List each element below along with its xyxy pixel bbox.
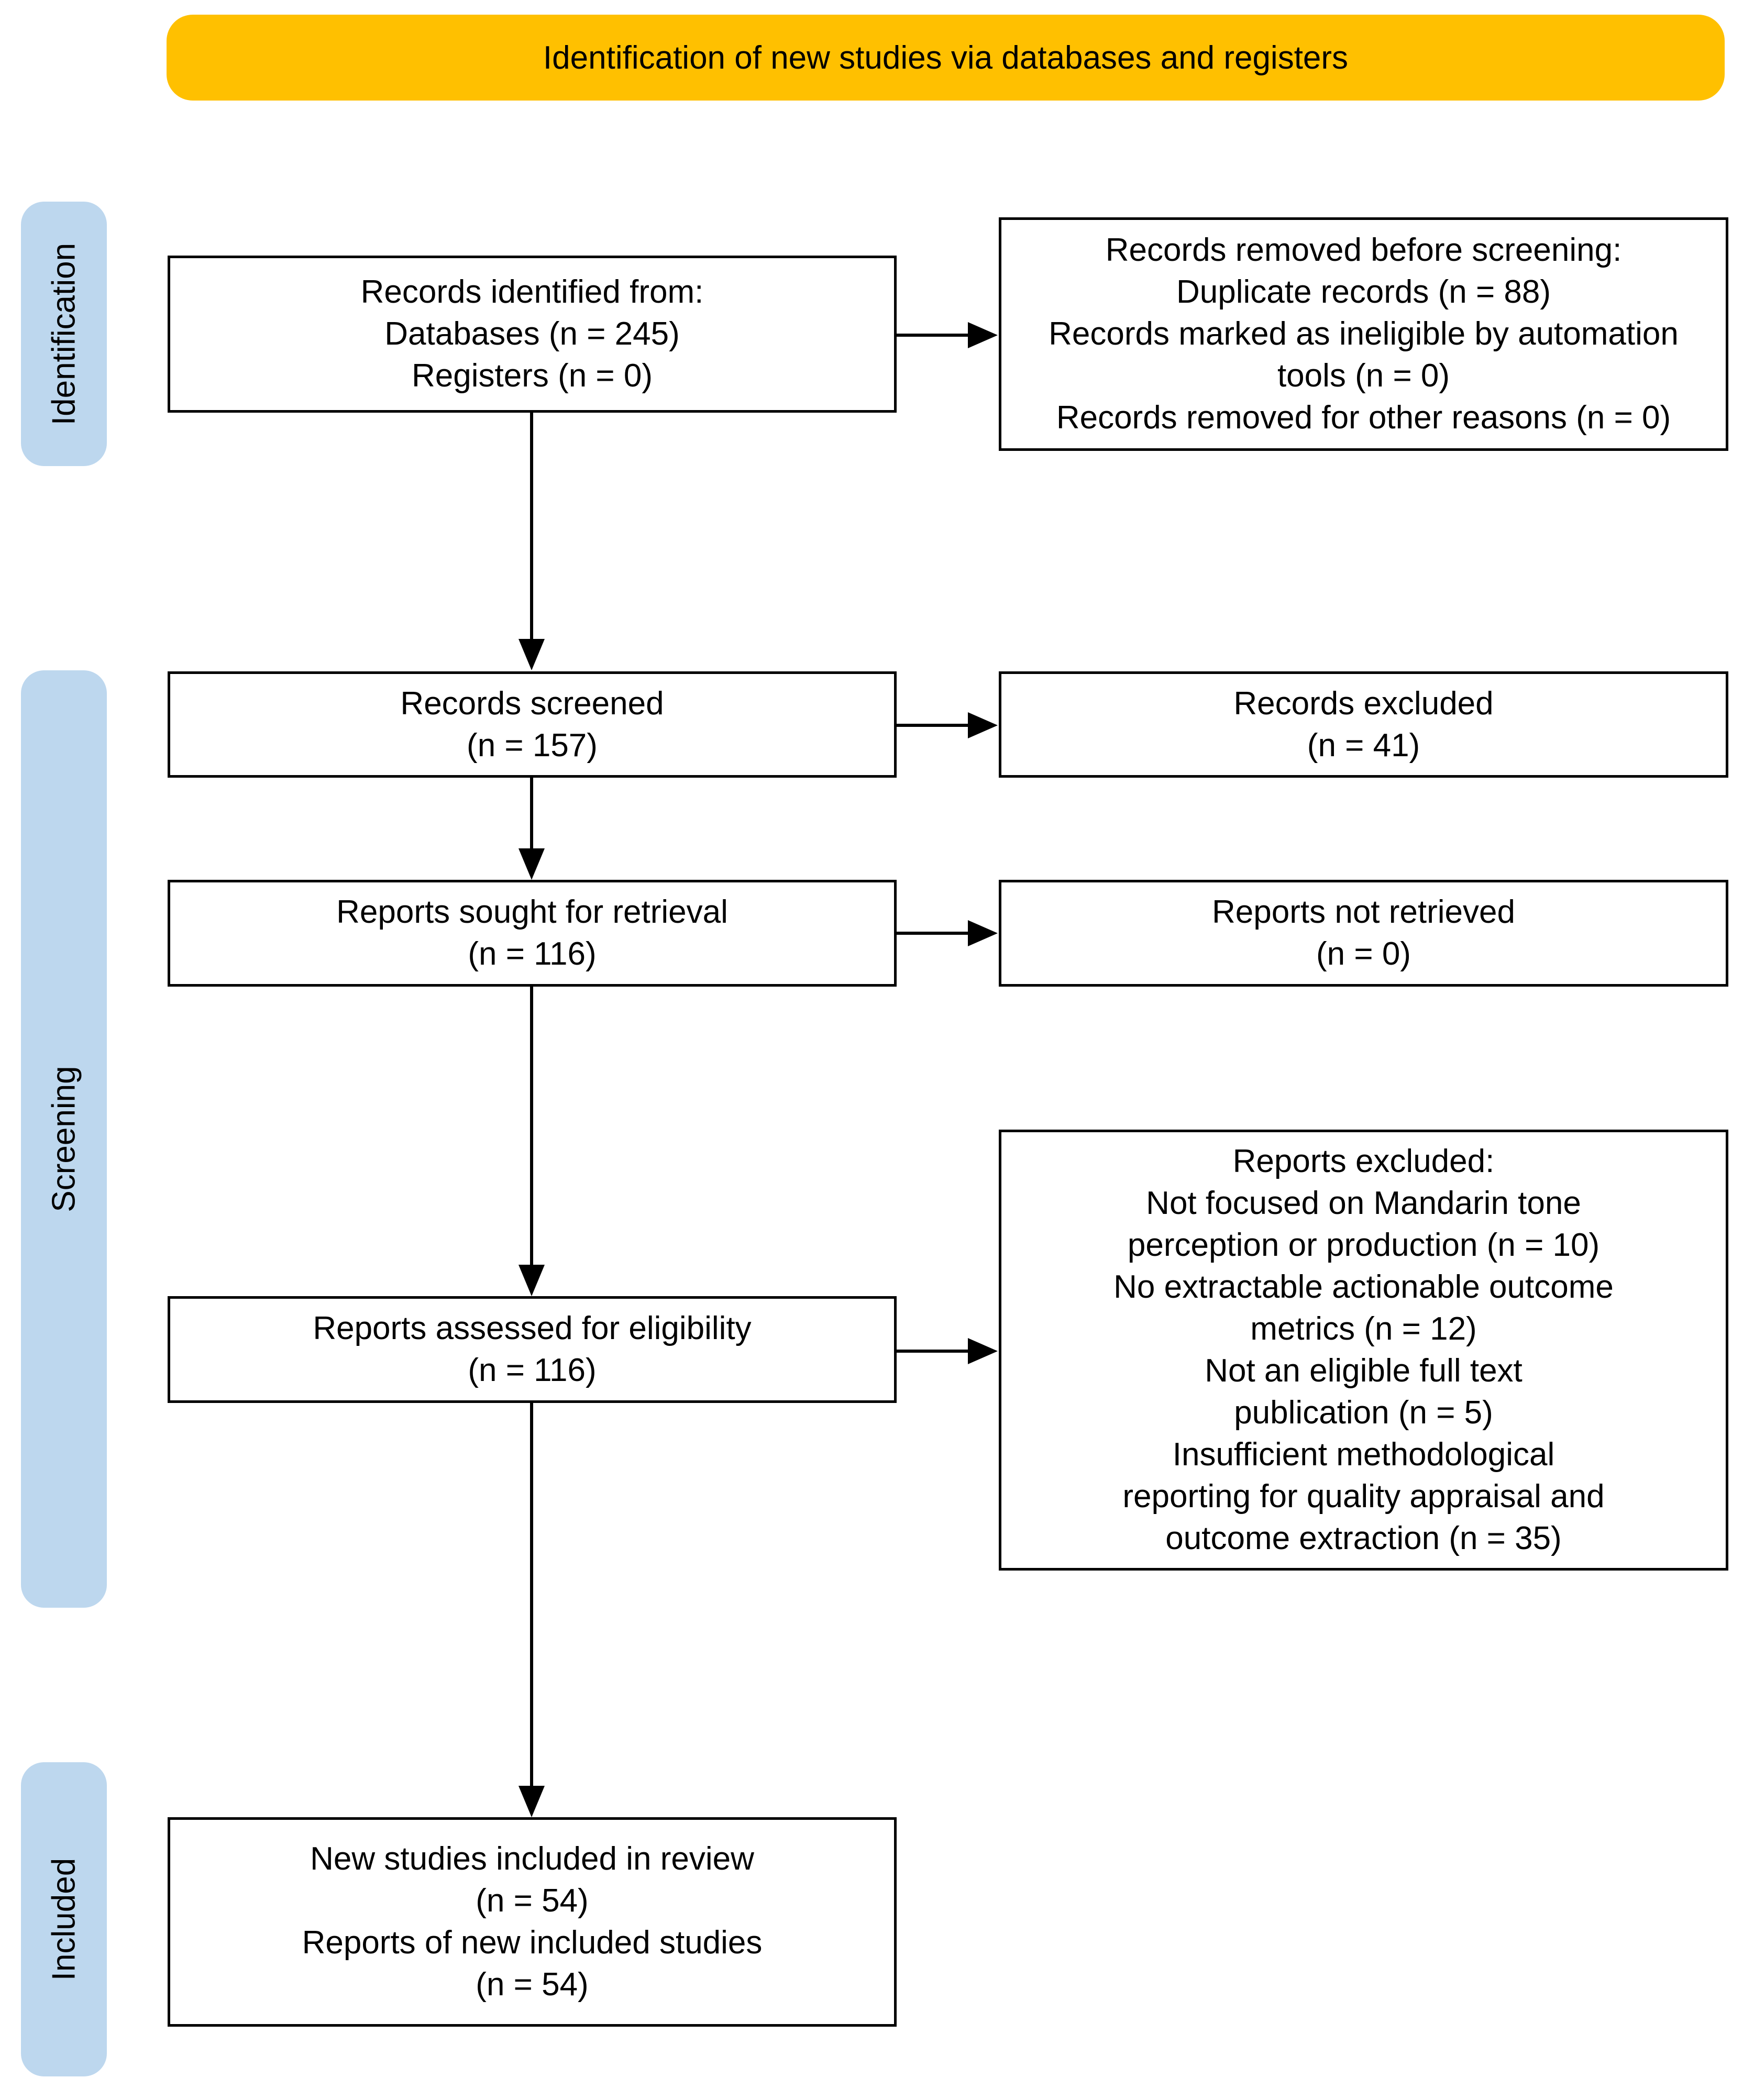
box-line: No extractable actionable outcome xyxy=(1113,1269,1614,1305)
arrowhead-included xyxy=(519,1786,545,1817)
records-excluded-box: Records excluded (n = 41) xyxy=(999,671,1728,778)
box-line: Duplicate records (n = 88) xyxy=(1176,274,1551,310)
box-line: (n = 157) xyxy=(467,727,598,764)
header-banner: Identification of new studies via databa… xyxy=(167,15,1725,101)
box-line: metrics (n = 12) xyxy=(1250,1311,1477,1347)
phase-screening: Screening xyxy=(21,670,107,1608)
arrowhead-assessed xyxy=(519,1265,545,1296)
phase-included: Included xyxy=(21,1762,107,2076)
box-line: Insufficient methodological xyxy=(1172,1436,1555,1473)
box-line: Records marked as ineligible by automati… xyxy=(1049,316,1679,352)
box-line: Reports excluded: xyxy=(1232,1143,1495,1179)
box-line: Not an eligible full text xyxy=(1205,1353,1523,1389)
box-line: Registers (n = 0) xyxy=(411,358,653,394)
studies-included-box: New studies included in review (n = 54) … xyxy=(168,1817,897,2027)
arrowhead-not-retrieved xyxy=(968,920,998,946)
box-line: (n = 54) xyxy=(476,1966,589,2003)
box-line: Reports of new included studies xyxy=(302,1925,763,1961)
box-line: Records screened xyxy=(400,685,664,722)
box-line: (n = 41) xyxy=(1307,727,1420,764)
box-line: Reports assessed for eligibility xyxy=(313,1310,752,1346)
arrowhead-screened xyxy=(519,639,545,670)
arrowhead-reports-excluded xyxy=(968,1338,998,1364)
box-line: Reports not retrieved xyxy=(1212,894,1515,930)
box-line: Records identified from: xyxy=(360,274,704,310)
header-title: Identification of new studies via databa… xyxy=(543,39,1349,76)
box-line: Reports sought for retrieval xyxy=(336,894,728,930)
box-line: (n = 54) xyxy=(476,1883,589,1919)
arrowhead-removed xyxy=(968,322,998,348)
reports-assessed-box: Reports assessed for eligibility (n = 11… xyxy=(168,1296,897,1403)
box-line: Records excluded xyxy=(1233,685,1494,722)
records-removed-box: Records removed before screening: Duplic… xyxy=(999,217,1728,451)
box-line: tools (n = 0) xyxy=(1277,358,1450,394)
reports-excluded-box: Reports excluded: Not focused on Mandari… xyxy=(999,1130,1728,1571)
box-line: reporting for quality appraisal and xyxy=(1122,1478,1605,1515)
box-line: Not focused on Mandarin tone xyxy=(1146,1185,1581,1221)
reports-not-retrieved-box: Reports not retrieved (n = 0) xyxy=(999,880,1728,987)
phase-identification: Identification xyxy=(21,202,107,466)
arrowhead-excluded xyxy=(968,712,998,738)
box-line: publication (n = 5) xyxy=(1234,1395,1493,1431)
box-line: perception or production (n = 10) xyxy=(1127,1227,1600,1263)
arrowhead-sought xyxy=(519,848,545,880)
records-screened-box: Records screened (n = 157) xyxy=(168,671,897,778)
reports-sought-box: Reports sought for retrieval (n = 116) xyxy=(168,880,897,987)
box-line: Databases (n = 245) xyxy=(384,316,680,352)
box-line: Records removed before screening: xyxy=(1105,232,1622,268)
box-line: (n = 0) xyxy=(1316,936,1411,972)
box-line: Records removed for other reasons (n = 0… xyxy=(1056,400,1671,436)
box-line: (n = 116) xyxy=(468,936,597,972)
box-line: New studies included in review xyxy=(310,1841,754,1877)
records-identified-box: Records identified from: Databases (n = … xyxy=(168,256,897,413)
box-line: (n = 116) xyxy=(468,1352,597,1388)
box-line: outcome extraction (n = 35) xyxy=(1165,1520,1562,1556)
